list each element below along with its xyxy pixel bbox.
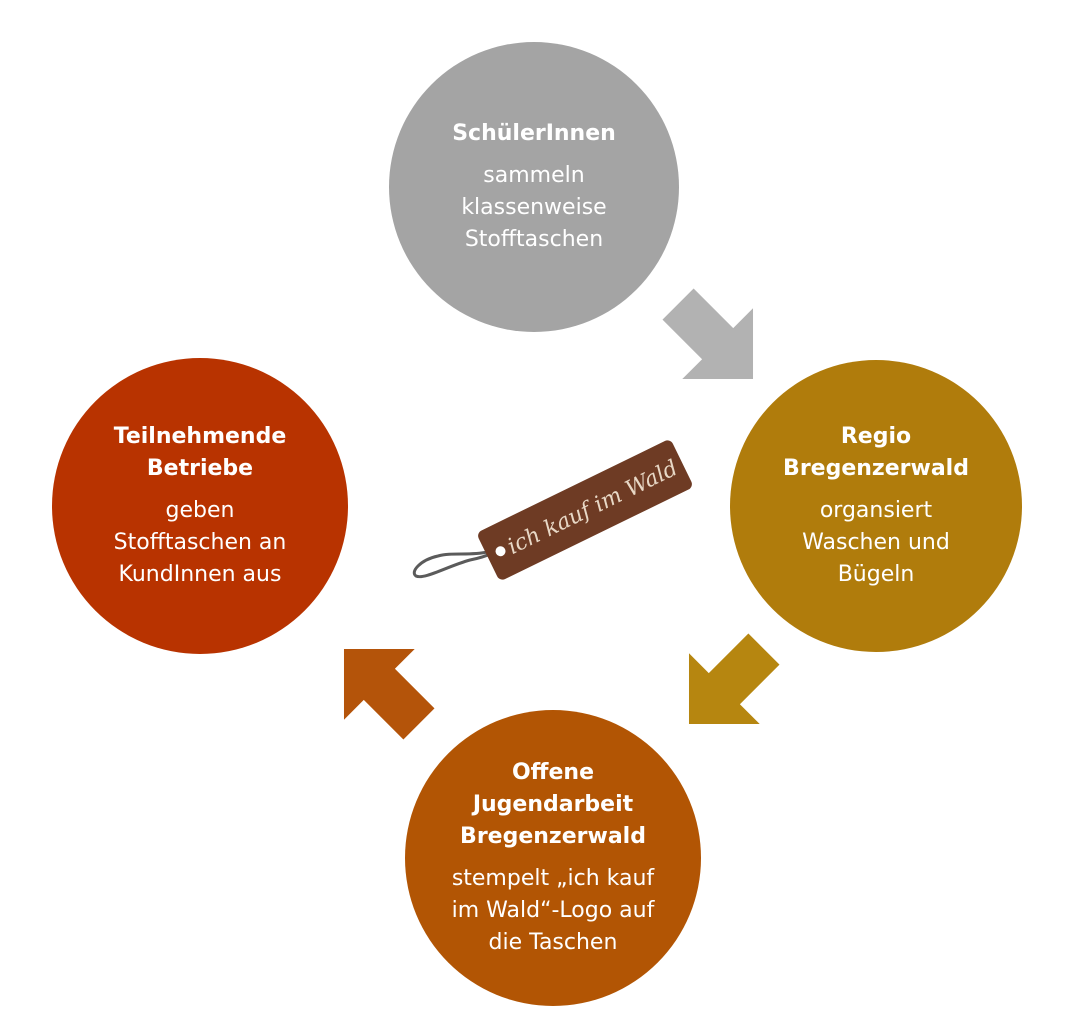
node-title: Offene Jugendarbeit Bregenzerwald [460,760,646,849]
node-text: sammeln klassenweise Stofftaschen [461,163,607,252]
tag-label: ich kauf im Wald [504,456,682,560]
node-text: stempelt „ich kauf im Wald“-Logo auf die… [451,866,655,955]
node-text: geben Stofftaschen an KundInnen aus [113,498,287,587]
arrow-regio-to-offene [688,633,780,725]
node-title: SchülerInnen [452,121,616,146]
tag-body [478,440,692,580]
node-schuelerinnen: SchülerInnen sammeln klassenweise Stofft… [389,42,679,332]
node-teilnehmende-betriebe: Teilnehmende Betriebe geben Stofftaschen… [52,358,348,654]
node-text: organsiert Waschen und Bügeln [802,498,950,587]
node-title: Regio Bregenzerwald [783,424,969,481]
tag-hole [495,546,506,557]
arrow-schueler-to-regio [662,288,754,380]
arrow-offene-to-betriebe [343,648,435,740]
node-regio-bregenzerwald: Regio Bregenzerwald organsiert Waschen u… [730,360,1022,652]
node-offene-jugendarbeit: Offene Jugendarbeit Bregenzerwald stempe… [405,710,701,1006]
tag-string [412,550,491,579]
node-title: Teilnehmende Betriebe [113,424,287,481]
tag-logo: ich kauf im Wald [412,440,692,580]
